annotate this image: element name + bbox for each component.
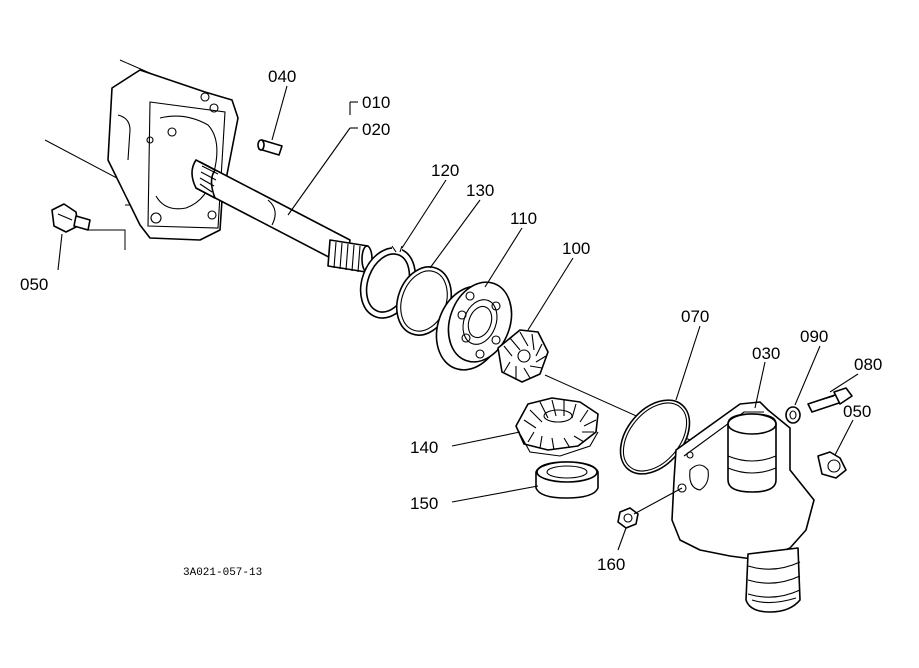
bolt-080: [807, 387, 853, 413]
callout-100: 100: [562, 239, 590, 258]
callout-160: 160: [597, 555, 625, 574]
callout-050-left: 050: [20, 275, 48, 294]
drive-shaft: [191, 159, 373, 273]
ball-bearing-110: [435, 281, 513, 371]
callout-labels: 040 010 020 120 130 110 100 070 030 090 …: [20, 67, 882, 574]
callout-120: 120: [431, 161, 459, 180]
pin-040: [257, 139, 283, 156]
callout-110: 110: [510, 209, 537, 228]
callout-030: 030: [752, 344, 780, 363]
callout-010: 010: [362, 93, 390, 112]
callout-020: 020: [362, 120, 390, 139]
plug-160: [617, 507, 639, 529]
callout-050-right: 050: [843, 402, 871, 421]
bolt-050-left: [51, 203, 91, 233]
gear-case-flange: [107, 69, 239, 241]
callout-140: 140: [410, 438, 438, 457]
callout-070: 070: [681, 307, 709, 326]
bevel-gear-140: [515, 397, 599, 457]
leader-lines: [57, 85, 859, 551]
gear-case-030: [671, 401, 815, 613]
washer-090: [785, 406, 801, 424]
callout-090: 090: [800, 327, 828, 346]
bolt-050-right: [817, 451, 847, 479]
callout-040: 040: [268, 67, 296, 86]
callout-150: 150: [410, 494, 438, 513]
callout-130: 130: [466, 181, 494, 200]
bevel-pinion-100: [497, 329, 549, 383]
bearing-150: [535, 461, 599, 499]
drawing-number: 3A021-057-13: [183, 567, 262, 579]
callout-080: 080: [854, 355, 882, 374]
